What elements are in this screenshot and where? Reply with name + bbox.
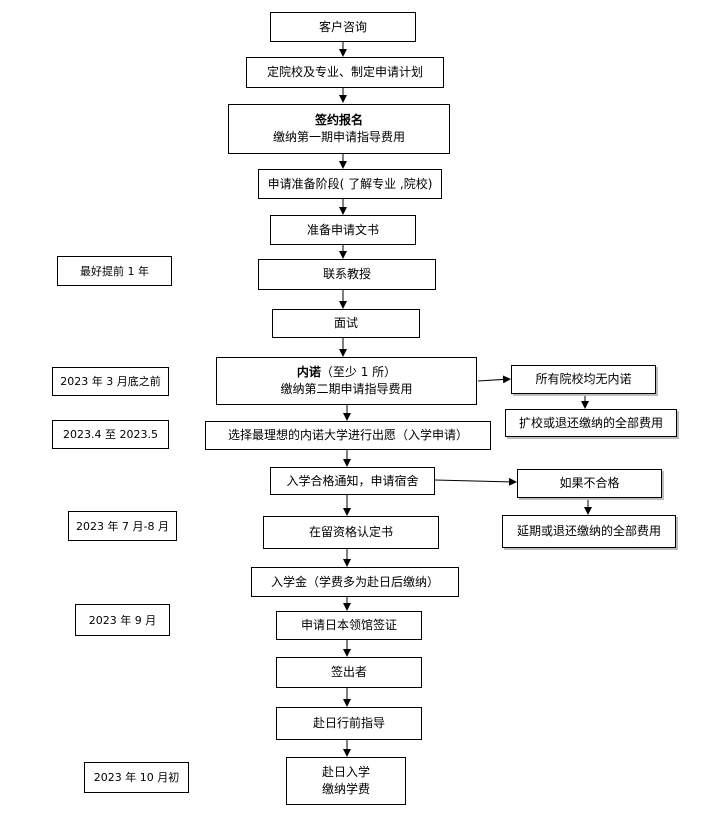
step-coe: 在留资格认定书 (263, 516, 439, 549)
timeline-t1-label: 2023 年 3 月底之前 (60, 375, 161, 388)
step-choose: 选择最理想的内诺大学进行出愿（入学申请） (205, 421, 491, 450)
branch-fail: 如果不合格 (517, 469, 662, 498)
step-contact-label: 联系教授 (322, 267, 371, 281)
step-naidaku-sub: （至少 1 所） (320, 365, 397, 379)
step-visa-issued: 签出者 (276, 657, 422, 688)
step-plan-label: 定院校及专业、制定申请计划 (266, 65, 423, 79)
timeline-t5-label: 2023 年 10 月初 (93, 771, 180, 784)
step-visa-apply-label: 申请日本领馆签证 (300, 618, 397, 632)
step-naidaku-title: 内诺 (296, 365, 321, 379)
step-visa-apply: 申请日本领馆签证 (276, 611, 422, 640)
branch-no-offer-result-label: 扩校或退还缴纳的全部费用 (518, 415, 663, 430)
branch-no-offer: 所有院校均无内诺 (511, 365, 656, 394)
step-guidance-label: 赴日行前指导 (312, 716, 385, 730)
branch-no-offer-result: 扩校或退还缴纳的全部费用 (505, 409, 677, 437)
step-prepare: 申请准备阶段( 了解专业 ,院校) (258, 169, 442, 199)
step-arrive-line2: 缴纳学费 (321, 782, 370, 796)
arrow-admit-fail (434, 477, 517, 486)
step-sign: 签约报名 缴纳第一期申请指导费用 (228, 104, 450, 154)
step-guidance: 赴日行前指导 (276, 707, 422, 740)
branch-no-offer-label: 所有院校均无内诺 (535, 372, 632, 386)
step-naidaku: 内诺（至少 1 所） 缴纳第二期申请指导费用 (216, 357, 477, 405)
timeline-advance-label: 最好提前 1 年 (80, 264, 149, 278)
step-coe-label: 在留资格认定书 (308, 525, 393, 539)
timeline-t2-label: 2023.4 至 2023.5 (63, 428, 158, 441)
branch-fail-result: 延期或退还缴纳的全部费用 (502, 515, 676, 548)
step-consult: 客户咨询 (270, 12, 416, 42)
step-choose-label: 选择最理想的内诺大学进行出愿（入学申请） (227, 428, 468, 442)
step-arrive-line1: 赴日入学 (321, 765, 370, 779)
timeline-t1: 2023 年 3 月底之前 (52, 367, 169, 396)
step-consult-label: 客户咨询 (318, 19, 367, 34)
step-naidaku-fee: 缴纳第二期申请指导费用 (280, 382, 413, 396)
step-prepare-label: 申请准备阶段( 了解专业 ,院校) (267, 176, 433, 191)
step-docs: 准备申请文书 (270, 215, 416, 245)
step-docs-label: 准备申请文书 (306, 222, 379, 237)
timeline-t4: 2023 年 9 月 (75, 604, 170, 636)
timeline-t2: 2023.4 至 2023.5 (52, 420, 169, 449)
step-interview: 面试 (272, 309, 420, 338)
timeline-t4-label: 2023 年 9 月 (88, 613, 157, 627)
step-admit: 入学合格通知，申请宿舍 (270, 467, 435, 495)
arrow-naidaku-nooffer (477, 375, 511, 384)
branch-fail-result-label: 延期或退还缴纳的全部费用 (516, 524, 661, 538)
timeline-t5: 2023 年 10 月初 (84, 762, 189, 793)
step-contact: 联系教授 (258, 259, 436, 290)
step-interview-label: 面试 (333, 316, 358, 330)
step-naidaku-line1: 内诺（至少 1 所） (297, 364, 396, 381)
timeline-t3-label: 2023 年 7 月-8 月 (76, 519, 169, 533)
step-enroll-fee-label: 入学金（学费多为赴日后缴纳） (270, 574, 439, 589)
timeline-advance: 最好提前 1 年 (57, 256, 172, 286)
step-admit-label: 入学合格通知，申请宿舍 (286, 473, 419, 488)
step-enroll-fee: 入学金（学费多为赴日后缴纳） (251, 567, 459, 597)
step-arrive: 赴日入学 缴纳学费 (286, 757, 406, 805)
step-sign-title: 签约报名 (314, 113, 363, 127)
step-visa-issued-label: 签出者 (330, 665, 367, 679)
timeline-t3: 2023 年 7 月-8 月 (68, 511, 177, 541)
step-sign-fee: 缴纳第一期申请指导费用 (272, 130, 405, 144)
step-plan: 定院校及专业、制定申请计划 (246, 57, 444, 88)
branch-fail-label: 如果不合格 (559, 476, 620, 490)
